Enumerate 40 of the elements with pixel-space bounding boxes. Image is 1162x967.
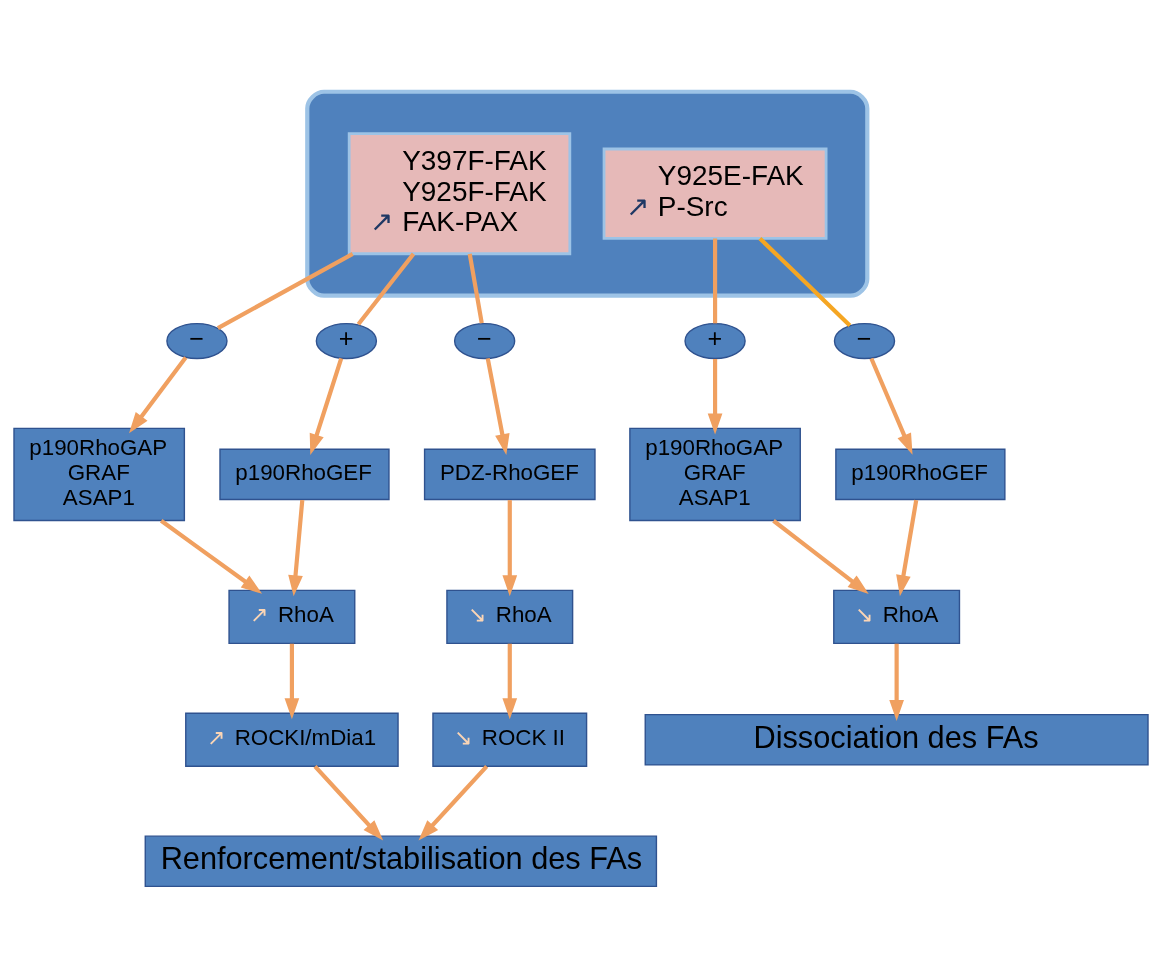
arrow [869,357,913,455]
node-box: Dissociation des FAs [644,713,1149,766]
cluster [305,89,870,298]
arrow [160,519,263,594]
node-ellipse: − [453,322,516,360]
node-ellipse: − [166,322,228,360]
node-ellipse: + [315,322,378,360]
node-box: ↘ RhoA [446,589,574,645]
connector [216,252,354,330]
arrow [707,359,723,435]
node-box: p190RhoGEF [835,448,1006,501]
node-ellipse: − [833,322,896,360]
arrow [418,764,489,841]
arrow [502,643,518,720]
arrow [288,499,305,597]
connector [467,253,484,324]
arrow [896,499,919,597]
arrow [772,519,869,594]
node-box: ↘ RhoA [833,589,961,645]
connector [356,252,416,326]
arrow [889,643,904,721]
arrow [313,764,384,841]
arrow [309,357,344,455]
arrow [129,356,188,434]
node-ellipse: + [684,322,746,360]
node-box: ↗ Y397F-FAK Y925F-FAK FAK-PAX [347,132,572,256]
connector [758,236,852,327]
node-box: p190RhoGAP GRAF ASAP1 [13,427,186,522]
arrow [502,500,518,597]
arrow [485,358,510,456]
node-box: ↗ ROCKI/mDia1 [185,712,399,767]
node-box: PDZ-RhoGEF [423,448,596,501]
node-box: Renforcement/stabilisation des FAs [144,835,658,888]
node-box: ↘ ROCK II [432,712,588,767]
node-box: p190RhoGAP GRAF ASAP1 [629,427,801,522]
connector [712,238,718,324]
node-box: ↗ RhoA [228,589,356,645]
node-box: ↗ Y925E-FAK P-Src [602,147,828,240]
node-box: p190RhoGEF [219,448,390,501]
arrow [284,643,300,720]
